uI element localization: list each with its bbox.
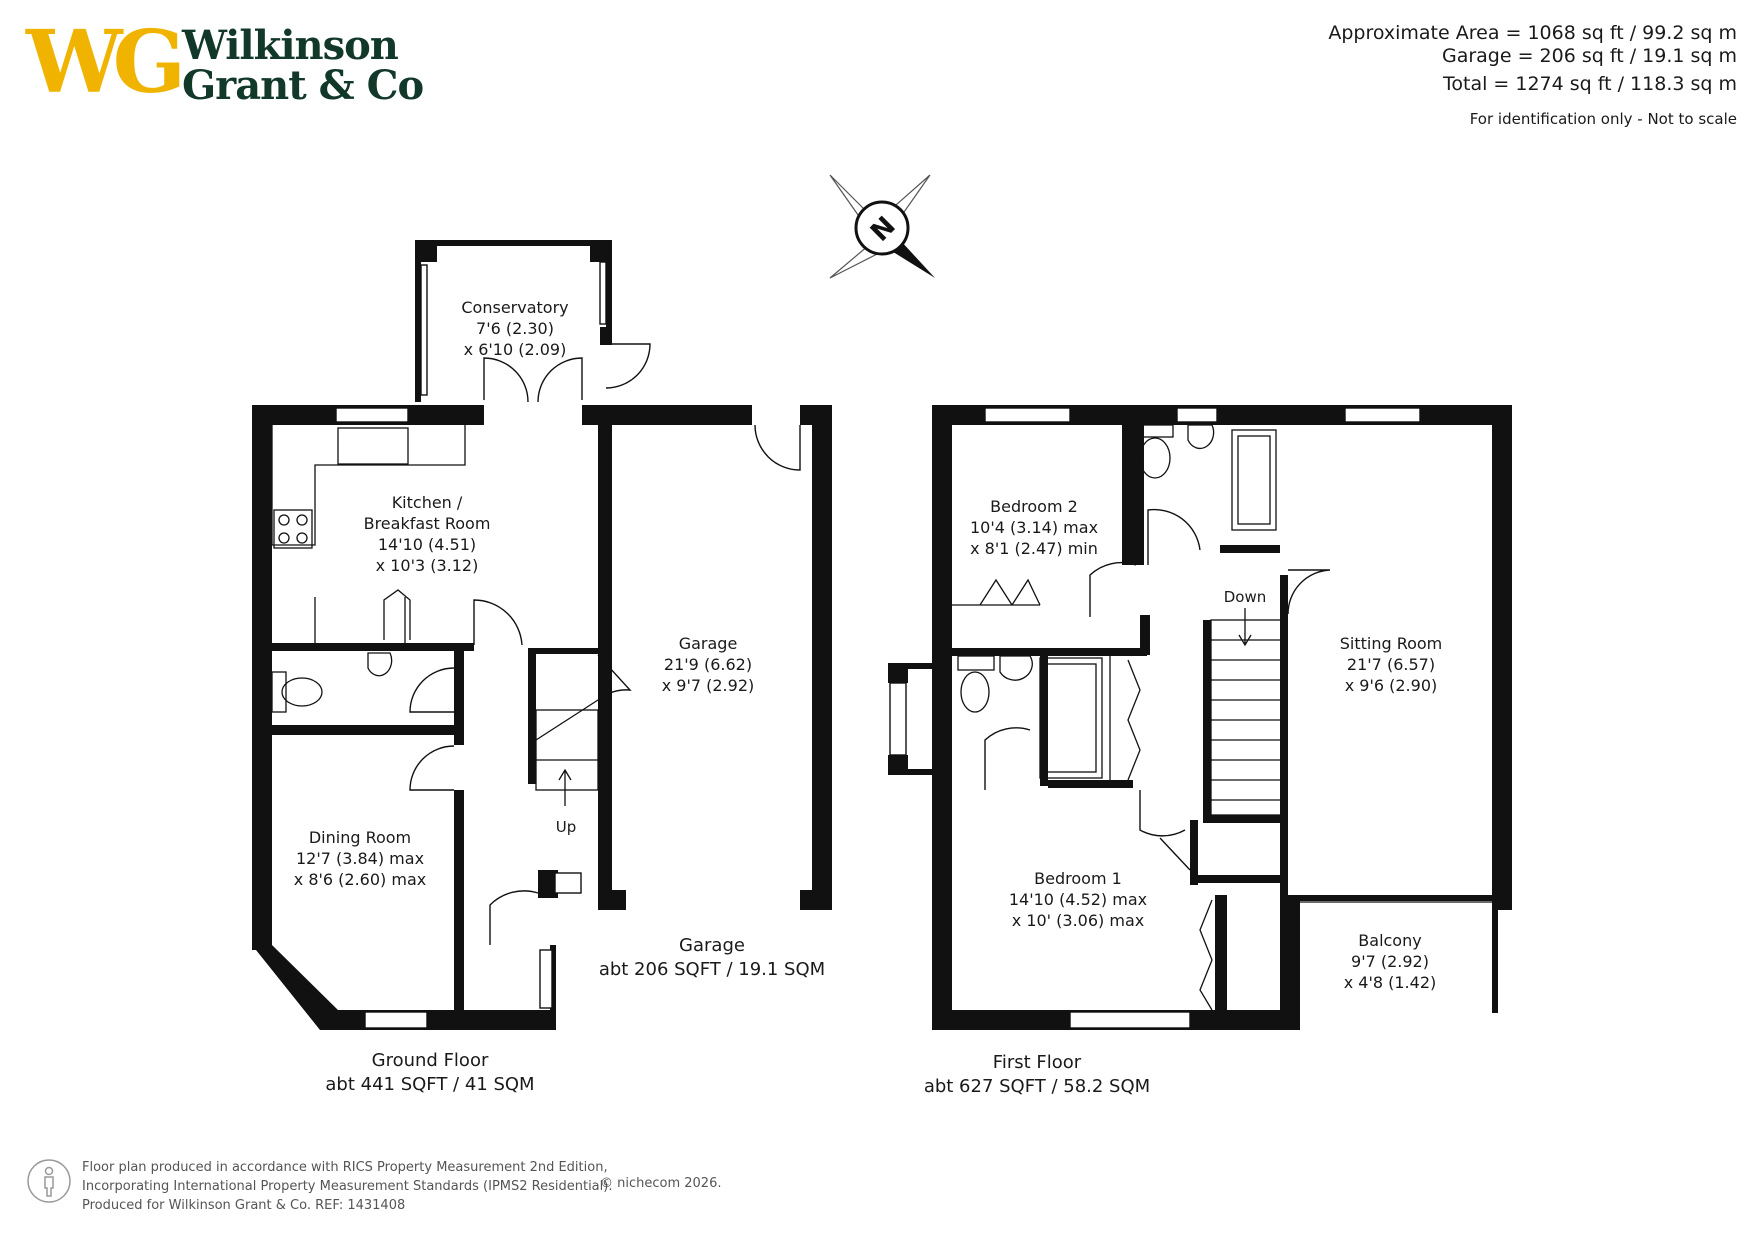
footer-line1: Floor plan produced in accordance with R…	[82, 1160, 608, 1175]
first-floor-area: abt 627 SQFT / 58.2 SQM	[924, 1076, 1150, 1097]
garage-name: Garage	[679, 634, 738, 653]
bedroom1-dim2: x 10' (3.06) max	[1012, 911, 1144, 930]
conservatory-dim1: 7'6 (2.30)	[476, 319, 554, 338]
logo-name-line1: Wilkinson	[182, 22, 399, 69]
garage-dim2: x 9'7 (2.92)	[662, 676, 755, 695]
footer-text: Floor plan produced in accordance with R…	[82, 1158, 612, 1215]
conservatory-dim2: x 6'10 (2.09)	[464, 340, 567, 359]
garage-dim1: 21'9 (6.62)	[664, 655, 752, 674]
disclaimer: For identification only - Not to scale	[1469, 110, 1737, 128]
logo-mark: WG	[26, 12, 186, 113]
ground-floor-area: abt 441 SQFT / 41 SQM	[325, 1074, 534, 1095]
kitchen-dim1: 14'10 (4.51)	[378, 535, 476, 554]
footer-line2: Incorporating International Property Mea…	[82, 1179, 613, 1194]
approx-area: Approximate Area = 1068 sq ft / 99.2 sq …	[1328, 22, 1737, 44]
footer-line3: Produced for Wilkinson Grant & Co. REF: …	[82, 1198, 406, 1213]
bedroom2-name: Bedroom 2	[990, 497, 1078, 516]
garage-area: Garage = 206 sq ft / 19.1 sq m	[1441, 45, 1737, 67]
sitting-dim2: x 9'6 (2.90)	[1345, 676, 1438, 695]
garage-floor-area: abt 206 SQFT / 19.1 SQM	[599, 959, 825, 980]
bedroom2-dim2: x 8'1 (2.47) min	[970, 539, 1098, 558]
bedroom2-dim1: 10'4 (3.14) max	[970, 518, 1098, 537]
bedroom1-name: Bedroom 1	[1034, 869, 1122, 888]
garage-floor-name: Garage	[679, 935, 745, 956]
stairs-down-label: Down	[1224, 588, 1267, 606]
bedroom1-dim1: 14'10 (4.52) max	[1009, 890, 1147, 909]
logo-name: Wilkinson Grant & Co	[182, 22, 424, 109]
dining-name: Dining Room	[309, 828, 411, 847]
sitting-name: Sitting Room	[1340, 634, 1443, 653]
conservatory-name: Conservatory	[461, 298, 568, 317]
compass-icon	[829, 174, 935, 279]
dining-dim2: x 8'6 (2.60) max	[294, 870, 426, 889]
kitchen-name1: Kitchen /	[392, 493, 463, 512]
sitting-dim1: 21'7 (6.57)	[1347, 655, 1435, 674]
footer-copyright: © nichecom 2026.	[600, 1176, 722, 1191]
stairs-up-label: Up	[556, 818, 577, 836]
stair-arrows	[558, 608, 1252, 806]
first-floor-name: First Floor	[993, 1052, 1082, 1073]
kitchen-dim2: x 10'3 (3.12)	[376, 556, 479, 575]
balcony-dim1: 9'7 (2.92)	[1351, 952, 1429, 971]
balcony-dim2: x 4'8 (1.42)	[1344, 973, 1437, 992]
person-icon	[27, 1159, 71, 1203]
kitchen-name2: Breakfast Room	[364, 514, 491, 533]
ground-floor-name: Ground Floor	[372, 1050, 489, 1071]
balcony-name: Balcony	[1358, 931, 1421, 950]
dining-dim1: 12'7 (3.84) max	[296, 849, 424, 868]
logo-name-line2: Grant & Co	[182, 62, 424, 109]
total-area: Total = 1274 sq ft / 118.3 sq m	[1443, 73, 1737, 95]
